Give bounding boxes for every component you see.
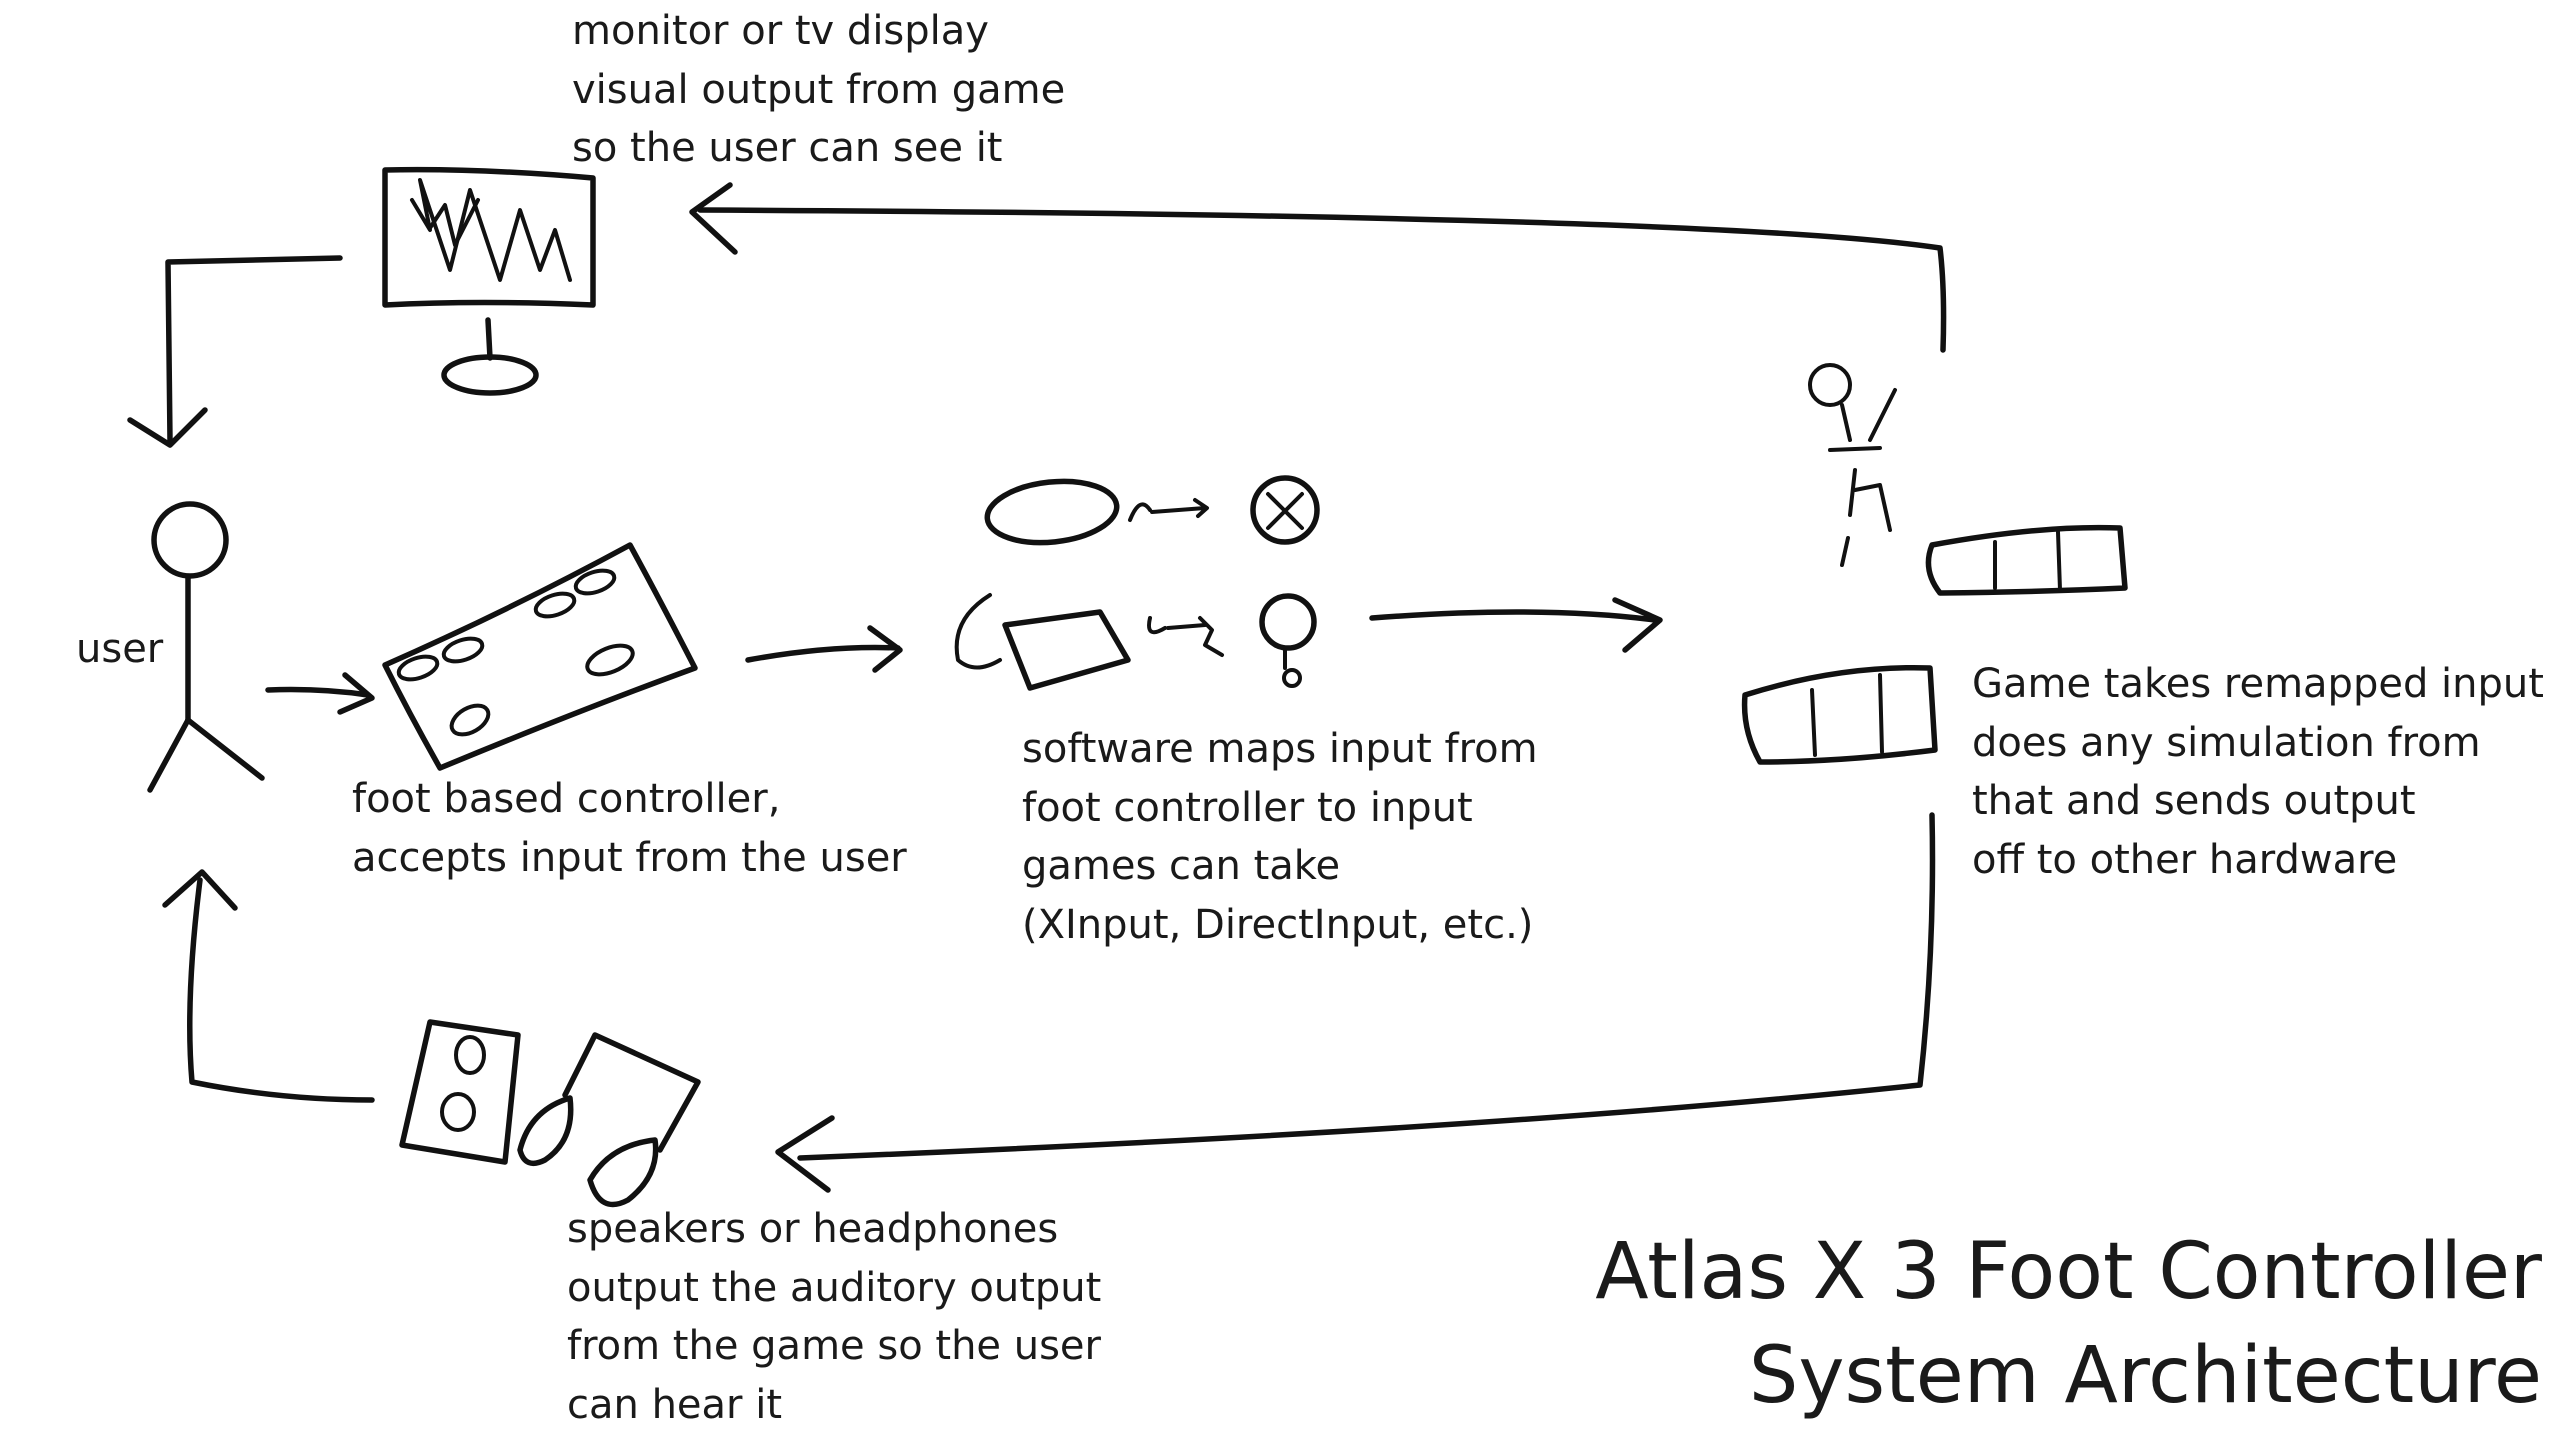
game-pedal-icon [1741, 524, 2128, 765]
speakers-description-line: can hear it [567, 1381, 782, 1428]
foot-controller-icon [382, 542, 698, 771]
arrow-controller-to-software [745, 625, 903, 673]
speakers-description: speakers or headphones output the audito… [567, 1200, 1101, 1434]
arrow-user-to-controller [265, 672, 375, 715]
game-description-line: Game takes remapped input [1972, 661, 2544, 707]
software-description-line: foot controller to input [1022, 784, 1473, 831]
software-description-line: games can take [1022, 843, 1341, 889]
speakers-description-line: from the game so the user [567, 1323, 1101, 1369]
game-player-icon [1808, 363, 1897, 567]
software-mapping-icon [954, 475, 1320, 691]
foot-controller-description-line: foot based controller, [352, 776, 781, 822]
user-stick-figure-icon [147, 501, 265, 793]
monitor-description-line: monitor or tv display [572, 8, 989, 54]
diagram-title-line: Atlas X 3 Foot Controller [1595, 1227, 2542, 1317]
software-description-line: software maps input from [1022, 726, 1538, 772]
monitor-description-line: visual output from game [572, 66, 1066, 113]
headphones-icon [517, 1032, 701, 1208]
arrow-software-to-game [1369, 597, 1663, 653]
diagram-title-line: System Architecture [1748, 1331, 2542, 1421]
software-description-line: (XInput, DirectInput, etc.) [1022, 901, 1534, 948]
foot-controller-description-line: accepts input from the user [352, 834, 907, 881]
arrow-game-to-monitor [689, 182, 1947, 353]
game-description-line: that and sends output [1972, 778, 2416, 824]
monitor-icon [382, 166, 596, 396]
arrow-speakers-to-user [162, 869, 375, 1103]
arrow-game-to-speakers [775, 812, 1936, 1193]
speakers-icon [399, 1019, 521, 1165]
game-description-line: off to other hardware [1972, 836, 2398, 883]
monitor-description-line: so the user can see it [572, 125, 1003, 171]
arrow-monitor-to-user [127, 255, 343, 448]
software-description: software maps input from foot controller… [1022, 720, 1538, 954]
diagram-title: Atlas X 3 Foot Controller System Archite… [1595, 1220, 2542, 1428]
speakers-description-line: speakers or headphones [567, 1206, 1059, 1252]
game-description: Game takes remapped input does any simul… [1972, 655, 2544, 889]
foot-controller-description: foot based controller, accepts input fro… [352, 770, 907, 887]
user-label: user [76, 626, 164, 672]
speakers-description-line: output the auditory output [567, 1264, 1102, 1311]
monitor-description: monitor or tv display visual output from… [572, 2, 1065, 178]
game-description-line: does any simulation from [1972, 719, 2481, 766]
